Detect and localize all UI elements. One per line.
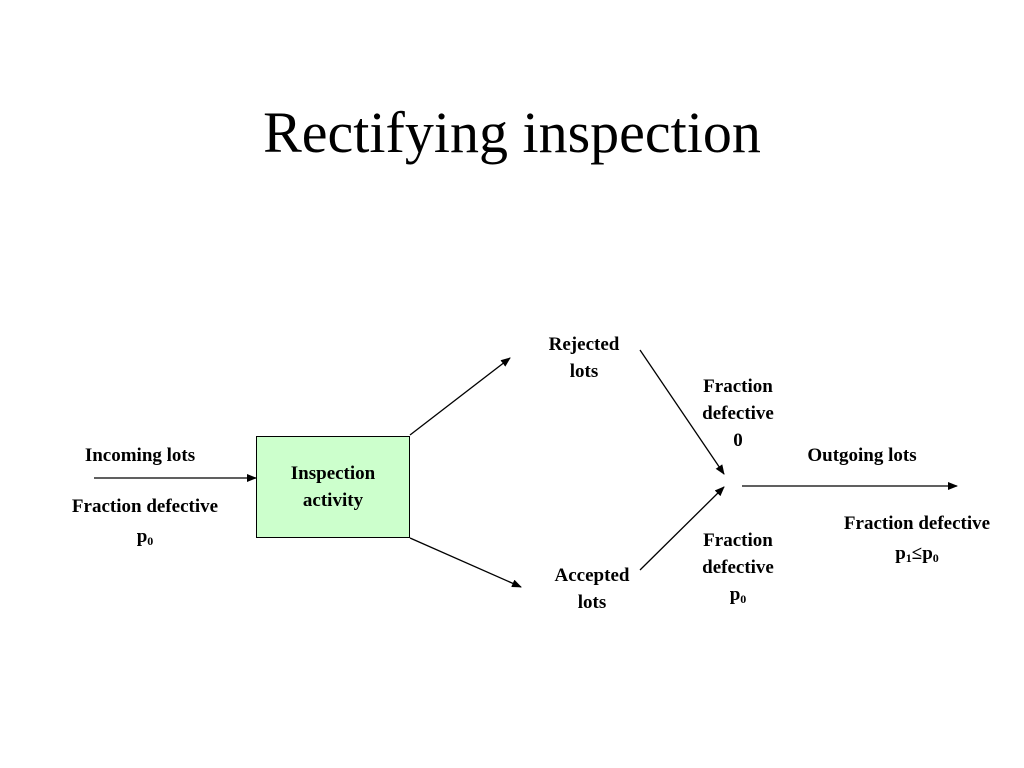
outgoing-p0-symbol: p [922, 543, 933, 564]
accepted-lots-label: Accepted lots [542, 562, 642, 616]
rejected-arrow [409, 357, 511, 436]
accepted-p-symbol: p [729, 584, 741, 605]
rejected-merge-arrow [639, 349, 725, 475]
rejected-fraction-line-2: defective [702, 403, 774, 424]
accepted-fraction-line-2: defective [702, 557, 774, 578]
outgoing-p1-symbol: p [895, 543, 906, 564]
rejected-line-2: lots [569, 361, 599, 382]
incoming-p-symbol: p [136, 526, 148, 547]
incoming-lots-label: Incoming lots [84, 445, 196, 466]
rejected-fraction-label: Fraction defective 0 [688, 373, 788, 454]
accepted-fraction-line-1: Fraction [703, 530, 773, 551]
outgoing-p0-sub: 0 [932, 551, 939, 565]
outgoing-lots-label: Outgoing lots [807, 445, 917, 466]
box-line-2: activity [302, 490, 364, 511]
outgoing-p1-sub: 1 [905, 551, 912, 565]
outgoing-fraction-value: p1≤p0 [822, 540, 1012, 567]
rejected-lots-label: Rejected lots [534, 331, 634, 385]
outgoing-fraction-label: Fraction defective [843, 513, 991, 534]
rejected-fraction-line-3: 0 [733, 430, 743, 451]
accepted-fraction-line-3: p0 [688, 581, 788, 608]
box-line-1: Inspection [290, 463, 376, 484]
accepted-arrow [409, 537, 522, 588]
outgoing-relation: ≤ [911, 543, 923, 564]
accepted-merge-arrow [639, 486, 725, 571]
incoming-fraction-value: p0 [50, 523, 240, 550]
accepted-line-2: lots [577, 592, 607, 613]
slide-title: Rectifying inspection [263, 100, 761, 165]
rejected-fraction-line-1: Fraction [703, 376, 773, 397]
accepted-line-1: Accepted [554, 565, 630, 586]
accepted-fraction-label: Fraction defective p0 [688, 527, 788, 608]
incoming-p-sub: 0 [147, 534, 154, 548]
incoming-fraction-label: Fraction defective [71, 496, 219, 517]
accepted-p-sub: 0 [740, 592, 747, 606]
inspection-activity-box: Inspection activity [256, 436, 410, 538]
rejected-line-1: Rejected [548, 334, 620, 355]
